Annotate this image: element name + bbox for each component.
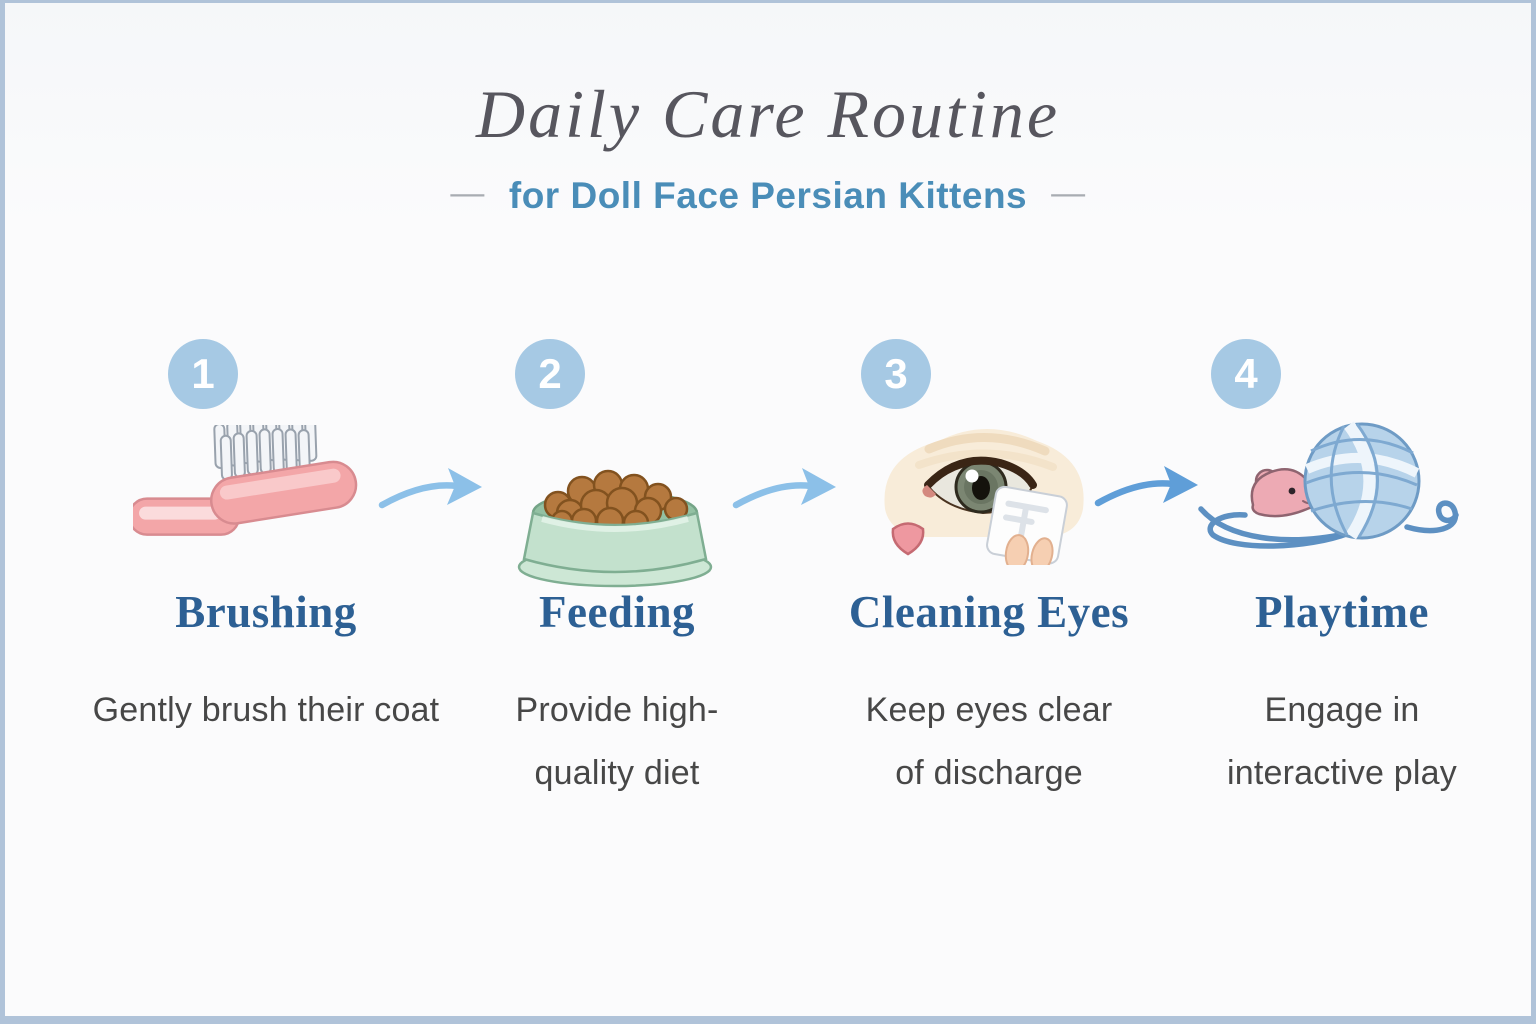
subtitle-dash-right: — bbox=[1051, 174, 1086, 212]
yarn-strand bbox=[1198, 506, 1352, 549]
step-desc-cleaning-eyes: Keep eyes clear of discharge bbox=[809, 679, 1169, 805]
desc-line: Keep eyes clear bbox=[865, 691, 1113, 729]
step-brushing: Brushing Gently brush their coat bbox=[86, 581, 446, 742]
pupil bbox=[972, 476, 990, 500]
cat-eye-wipe-icon bbox=[884, 429, 1084, 565]
step-number-badge-3: 3 bbox=[861, 339, 931, 409]
step-title-playtime: Playtime bbox=[1255, 587, 1429, 637]
desc-line: Provide high- bbox=[515, 691, 719, 729]
step-title-feeding: Feeding bbox=[539, 587, 695, 637]
brush-head bbox=[209, 460, 358, 525]
eye-highlight bbox=[965, 469, 979, 483]
yarn-strand-end bbox=[1404, 500, 1459, 534]
step-playtime: Playtime Engage in interactive play bbox=[1162, 581, 1522, 805]
step-number-badge-2: 2 bbox=[515, 339, 585, 409]
page-title: Daily Care Routine bbox=[475, 76, 1061, 152]
step-desc-feeding: Provide high- quality diet bbox=[437, 679, 797, 805]
step-number-badge-1: 1 bbox=[168, 339, 238, 409]
inner-corner bbox=[922, 485, 936, 498]
desc-line: Gently brush their coat bbox=[92, 691, 440, 729]
desc-line: quality diet bbox=[534, 754, 700, 792]
arrow-icon bbox=[1094, 466, 1198, 507]
subtitle-dash-left: — bbox=[450, 174, 485, 212]
step-cleaning-eyes: Cleaning Eyes Keep eyes clear of dischar… bbox=[809, 581, 1169, 805]
arrow-icon bbox=[732, 468, 836, 509]
food-bowl-icon bbox=[517, 469, 713, 588]
brush-icon bbox=[133, 425, 358, 536]
step-title-cleaning-eyes: Cleaning Eyes bbox=[848, 587, 1130, 637]
desc-line: of discharge bbox=[895, 754, 1083, 792]
yarn-ball-icon bbox=[1198, 421, 1459, 549]
step-feeding: Feeding Provide high- quality diet bbox=[437, 581, 797, 805]
yarn-ball bbox=[1303, 421, 1421, 540]
step-title-brushing: Brushing bbox=[175, 587, 357, 637]
desc-line: Engage in bbox=[1264, 691, 1420, 729]
step-number-badge-4: 4 bbox=[1211, 339, 1281, 409]
desc-line: interactive play bbox=[1227, 754, 1457, 792]
step-desc-playtime: Engage in interactive play bbox=[1162, 679, 1522, 805]
brush-bristles bbox=[213, 425, 318, 481]
subtitle-text: for Doll Face Persian Kittens bbox=[508, 175, 1028, 216]
finger bbox=[1030, 537, 1054, 565]
arrow-icon bbox=[378, 468, 482, 509]
page-subtitle: — for Doll Face Persian Kittens — bbox=[5, 174, 1531, 217]
upper-lid bbox=[924, 456, 1037, 489]
finger bbox=[1004, 534, 1030, 565]
step-desc-brushing: Gently brush their coat bbox=[86, 679, 446, 742]
cat-nose bbox=[891, 522, 925, 556]
